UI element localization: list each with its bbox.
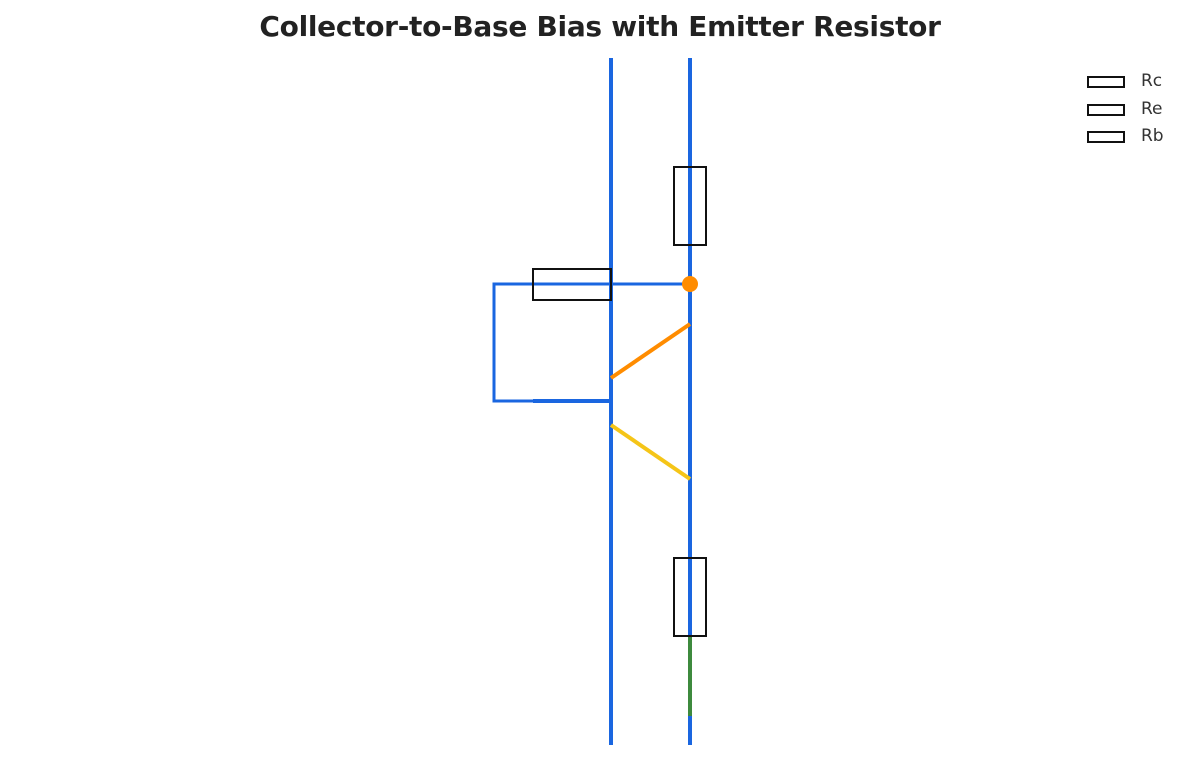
diagram-title: Collector-to-Base Bias with Emitter Resi… (259, 10, 941, 43)
resistor-re (673, 557, 707, 637)
legend-label-re: Re (1141, 98, 1163, 119)
legend-swatch-rc (1087, 76, 1125, 88)
junction-node (682, 276, 698, 292)
resistor-rc (673, 166, 707, 246)
resistor-rb (532, 268, 612, 301)
legend-label-rb: Rb (1141, 126, 1164, 146)
legend-label-rc: Rc (1141, 71, 1163, 91)
collector-lead (609, 423, 692, 481)
legend-swatch-rb (1087, 131, 1125, 143)
legend-swatch-re (1087, 103, 1125, 116)
base-emitter-lead (609, 322, 692, 380)
